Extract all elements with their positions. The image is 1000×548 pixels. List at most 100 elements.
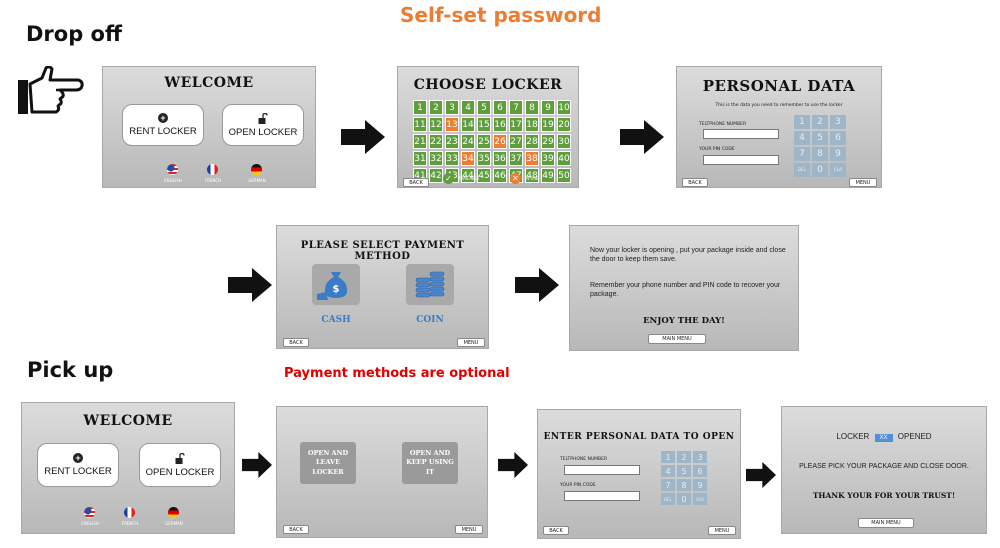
- locker-cell[interactable]: 22: [429, 134, 443, 149]
- us-flag-icon[interactable]: [167, 164, 178, 175]
- locker-cell[interactable]: 10: [557, 100, 571, 115]
- keypad-key[interactable]: 7: [794, 147, 810, 161]
- germany-flag-icon[interactable]: [168, 507, 179, 518]
- menu-button[interactable]: MENU: [708, 526, 736, 535]
- open-and-leave-button[interactable]: OPEN AND LEAVE LOCKER: [300, 442, 356, 484]
- lang-german[interactable]: GERMAN: [248, 178, 266, 183]
- pin-input[interactable]: [703, 155, 779, 165]
- us-flag-icon[interactable]: [84, 507, 95, 518]
- locker-cell[interactable]: 6: [493, 100, 507, 115]
- france-flag-icon[interactable]: [207, 164, 218, 175]
- locker-cell[interactable]: 1: [413, 100, 427, 115]
- keypad-key[interactable]: 5: [677, 465, 691, 477]
- rent-locker-button[interactable]: + RENT LOCKER: [37, 443, 119, 487]
- locker-cell[interactable]: 39: [541, 151, 555, 166]
- menu-button[interactable]: MENU: [849, 178, 877, 187]
- locker-cell[interactable]: 17: [509, 117, 523, 132]
- keypad-key[interactable]: 5: [812, 131, 828, 145]
- keypad-key[interactable]: 7: [661, 479, 675, 491]
- keypad-key[interactable]: 6: [693, 465, 707, 477]
- keypad-key[interactable]: 4: [794, 131, 810, 145]
- locker-cell[interactable]: 24: [461, 134, 475, 149]
- main-menu-button[interactable]: MAIN MENU: [648, 334, 706, 344]
- lang-english[interactable]: ENGLISH: [81, 521, 99, 526]
- keypad-key[interactable]: 8: [812, 147, 828, 161]
- locker-cell[interactable]: 28: [525, 134, 539, 149]
- locker-cell[interactable]: 4: [461, 100, 475, 115]
- main-menu-button[interactable]: MAIN MENU: [858, 518, 914, 528]
- back-button[interactable]: BACK: [283, 338, 309, 347]
- keypad-key[interactable]: CLR: [693, 493, 707, 505]
- locker-cell[interactable]: 3: [445, 100, 459, 115]
- phone-input[interactable]: [564, 465, 640, 475]
- keypad-key[interactable]: 2: [677, 451, 691, 463]
- back-button[interactable]: BACK: [682, 178, 708, 187]
- locker-cell[interactable]: 14: [461, 117, 475, 132]
- keypad-key[interactable]: 4: [661, 465, 675, 477]
- locker-cell[interactable]: 36: [493, 151, 507, 166]
- locker-cell[interactable]: 46: [493, 168, 507, 183]
- locker-cell[interactable]: 5: [477, 100, 491, 115]
- locker-cell[interactable]: 18: [525, 117, 539, 132]
- keypad-key[interactable]: 8: [677, 479, 691, 491]
- keypad-key[interactable]: 6: [830, 131, 846, 145]
- coin-label[interactable]: COIN: [416, 315, 444, 325]
- locker-cell[interactable]: 20: [557, 117, 571, 132]
- locker-cell[interactable]: 2: [429, 100, 443, 115]
- keypad-key[interactable]: 0: [677, 493, 691, 505]
- keypad-key[interactable]: 9: [830, 147, 846, 161]
- locker-cell[interactable]: 49: [541, 168, 555, 183]
- locker-cell[interactable]: 31: [413, 151, 427, 166]
- locker-cell[interactable]: 35: [477, 151, 491, 166]
- keypad-key[interactable]: 0: [812, 163, 828, 177]
- coin-tile[interactable]: [406, 264, 454, 305]
- keypad-key[interactable]: 9: [693, 479, 707, 491]
- locker-cell[interactable]: 21: [413, 134, 427, 149]
- locker-cell[interactable]: 42: [429, 168, 443, 183]
- keypad-key[interactable]: DEL: [794, 163, 810, 177]
- keypad-key[interactable]: DEL: [661, 493, 675, 505]
- locker-cell[interactable]: 12: [429, 117, 443, 132]
- locker-cell[interactable]: 15: [477, 117, 491, 132]
- locker-cell[interactable]: 27: [509, 134, 523, 149]
- locker-cell[interactable]: 34: [461, 151, 475, 166]
- keypad-key[interactable]: 1: [661, 451, 675, 463]
- locker-cell[interactable]: 7: [509, 100, 523, 115]
- lang-german[interactable]: GERMAN: [165, 521, 183, 526]
- locker-cell[interactable]: 30: [557, 134, 571, 149]
- keypad-key[interactable]: 3: [830, 115, 846, 129]
- back-button[interactable]: BACK: [543, 526, 569, 535]
- locker-cell[interactable]: 13: [445, 117, 459, 132]
- locker-cell[interactable]: 16: [493, 117, 507, 132]
- locker-cell[interactable]: 44: [461, 168, 475, 183]
- locker-cell[interactable]: 9: [541, 100, 555, 115]
- open-locker-button[interactable]: OPEN LOCKER: [222, 104, 304, 146]
- locker-cell[interactable]: 25: [477, 134, 491, 149]
- phone-input[interactable]: [703, 129, 779, 139]
- lang-french[interactable]: FRENCH: [204, 178, 222, 183]
- locker-cell[interactable]: 40: [557, 151, 571, 166]
- cash-label[interactable]: CASH: [321, 315, 351, 325]
- locker-cell[interactable]: 48: [525, 168, 539, 183]
- open-locker-button[interactable]: OPEN LOCKER: [139, 443, 221, 487]
- locker-cell[interactable]: 38: [525, 151, 539, 166]
- france-flag-icon[interactable]: [124, 507, 135, 518]
- keypad-key[interactable]: 2: [812, 115, 828, 129]
- locker-cell[interactable]: 33: [445, 151, 459, 166]
- menu-button[interactable]: MENU: [455, 525, 483, 534]
- locker-cell[interactable]: 8: [525, 100, 539, 115]
- open-and-keep-button[interactable]: OPEN AND KEEP USING IT: [402, 442, 458, 484]
- cash-tile[interactable]: $: [312, 264, 360, 305]
- pin-input[interactable]: [564, 491, 640, 501]
- lang-english[interactable]: ENGLISH: [164, 178, 182, 183]
- rent-locker-button[interactable]: + RENT LOCKER: [122, 104, 204, 146]
- locker-cell[interactable]: 32: [429, 151, 443, 166]
- back-button[interactable]: BACK: [403, 178, 429, 187]
- locker-cell[interactable]: 50: [557, 168, 571, 183]
- keypad-key[interactable]: 3: [693, 451, 707, 463]
- locker-cell[interactable]: 29: [541, 134, 555, 149]
- keypad-key[interactable]: CLR: [830, 163, 846, 177]
- locker-cell[interactable]: 45: [477, 168, 491, 183]
- menu-button[interactable]: MENU: [457, 338, 485, 347]
- lang-french[interactable]: FRENCH: [121, 521, 139, 526]
